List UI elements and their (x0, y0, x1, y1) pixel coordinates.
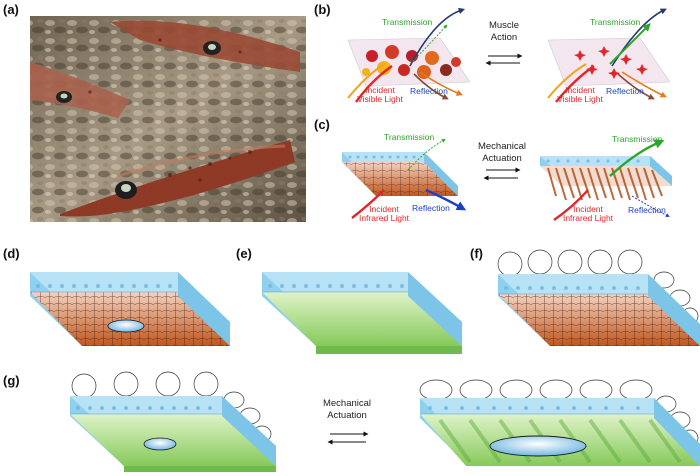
b-left-transmission-label: Transmission (382, 17, 433, 27)
panel-label-c: (c) (314, 117, 330, 132)
c-action-label-2: Actuation (482, 153, 522, 164)
c-left-reflection-label: Reflection (412, 203, 450, 213)
mechanical-actuation-arrows-g (327, 431, 369, 445)
b-right-reflection-label: Reflection (606, 86, 644, 96)
slab-g-left (70, 371, 276, 472)
panel-label-b: (b) (314, 2, 331, 17)
c-left-incident-label-2: Infrared Light (358, 213, 410, 223)
panel-label-d: (d) (3, 246, 20, 261)
slab-g-right (419, 379, 700, 466)
muscle-action-arrows (485, 53, 523, 66)
c-left-incident-label-1: Incident (369, 204, 399, 214)
b-left-incident-label-1: Incident (365, 85, 395, 95)
squid-photo (30, 16, 306, 222)
slab-d (30, 272, 230, 346)
c-left-transmission-label: Transmission (384, 132, 435, 142)
mechanical-actuation-arrows-c (483, 167, 521, 181)
infrared-slab-left (342, 139, 467, 219)
panel-label-g: (g) (3, 373, 20, 388)
c-right-reflection-label: Reflection (628, 205, 666, 215)
b-action-label-2: Action (490, 32, 518, 43)
b-left-reflection-label: Reflection (410, 86, 448, 96)
panel-label-f: (f) (470, 246, 483, 261)
b-left-incident-label-2: Visible Light (357, 94, 403, 104)
c-right-incident-label-1: Incident (573, 204, 603, 214)
c-right-transmission-label: Transmission (612, 134, 663, 144)
b-right-incident-label-2: Visible Light (557, 94, 603, 104)
b-right-transmission-label: Transmission (590, 17, 641, 27)
c-action-label-1: Mechanical (477, 141, 527, 152)
b-right-incident-label-1: Incident (565, 85, 595, 95)
g-action-label-2: Actuation (327, 410, 367, 421)
infrared-slab-right (540, 139, 672, 221)
c-right-incident-label-2: Infrared Light (562, 213, 614, 223)
panel-label-e: (e) (236, 246, 252, 261)
chromatophore-right (547, 8, 671, 103)
panel-label-a: (a) (3, 2, 19, 17)
b-action-label-1: Muscle (488, 20, 520, 31)
chromatophore-left (347, 7, 471, 103)
slab-f (497, 249, 700, 346)
slab-e (262, 272, 462, 354)
g-action-label-1: Mechanical (322, 398, 372, 409)
